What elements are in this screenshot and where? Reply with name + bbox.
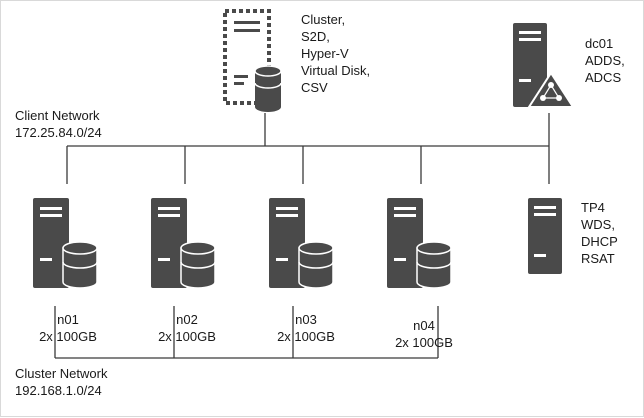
cluster-resource-line: Hyper-V bbox=[301, 46, 349, 61]
mgmt-line: WDS, bbox=[581, 217, 615, 232]
node-label: n01 2x 100GB bbox=[23, 311, 113, 345]
cluster-resource-line: CSV bbox=[301, 80, 328, 95]
server-with-certificate-icon bbox=[511, 21, 579, 116]
mgmt-label: TP4 WDS, DHCP RSAT bbox=[581, 199, 618, 267]
node-name: n02 bbox=[176, 312, 198, 327]
cluster-network-subnet: 192.168.1.0/24 bbox=[15, 383, 102, 398]
dc-line: ADCS bbox=[585, 70, 622, 85]
node-disks: 2x 100GB bbox=[158, 329, 216, 344]
dc-line: ADDS, bbox=[585, 53, 625, 68]
virtual-server-with-disk-icon bbox=[221, 9, 293, 122]
client-network-subnet: 172.25.84.0/24 bbox=[15, 125, 102, 140]
cluster-resource-line: S2D, bbox=[301, 29, 330, 44]
node-disks: 2x 100GB bbox=[277, 329, 335, 344]
node-disks: 2x 100GB bbox=[39, 329, 97, 344]
node-label: n02 2x 100GB bbox=[142, 311, 232, 345]
node-name: n03 bbox=[295, 312, 317, 327]
mgmt-line: RSAT bbox=[581, 251, 615, 266]
cluster-network-label: Cluster Network 192.168.1.0/24 bbox=[15, 365, 107, 399]
node-name: n04 bbox=[413, 318, 435, 333]
cluster-resource-label: Cluster, S2D, Hyper-V Virtual Disk, CSV bbox=[301, 11, 370, 96]
server-with-disk-icon bbox=[267, 196, 343, 297]
client-network-name: Client Network bbox=[15, 108, 100, 123]
node-disks: 2x 100GB bbox=[395, 335, 453, 350]
node-label: n03 2x 100GB bbox=[261, 311, 351, 345]
cluster-resource-line: Cluster, bbox=[301, 12, 346, 27]
node-name: n01 bbox=[57, 312, 79, 327]
server-with-disk-icon bbox=[385, 196, 461, 297]
mgmt-line: DHCP bbox=[581, 234, 618, 249]
server-with-disk-icon bbox=[149, 196, 225, 297]
client-network-label: Client Network 172.25.84.0/24 bbox=[15, 107, 102, 141]
node-label: n04 2x 100GB bbox=[379, 317, 469, 351]
server-with-disk-icon bbox=[31, 196, 107, 297]
cluster-network-name: Cluster Network bbox=[15, 366, 108, 381]
cluster-resource-line: Virtual Disk, bbox=[301, 63, 371, 78]
dc-line: dc01 bbox=[585, 36, 614, 51]
server-icon bbox=[526, 196, 566, 283]
mgmt-line: TP4 bbox=[581, 200, 605, 215]
dc-label: dc01 ADDS, ADCS bbox=[585, 35, 625, 86]
